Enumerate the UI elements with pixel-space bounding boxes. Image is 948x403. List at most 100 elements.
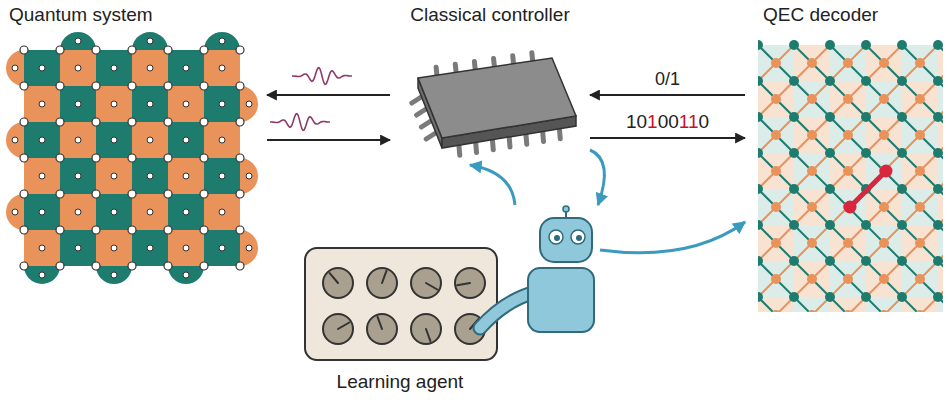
qubit-dot xyxy=(200,190,208,198)
qubit-dot xyxy=(236,118,244,126)
qubit-dot xyxy=(164,154,172,162)
controller-node: Classical controller xyxy=(390,0,590,165)
ancilla-dot xyxy=(147,65,153,71)
stabilizer-plaquette xyxy=(132,50,168,86)
agent-node: Learning agent xyxy=(300,205,600,398)
lattice-node xyxy=(771,166,781,176)
signal-arrow xyxy=(590,137,745,139)
lattice-node xyxy=(879,274,889,284)
stabilizer-plaquette xyxy=(96,158,132,194)
lattice-node xyxy=(807,166,817,176)
knob-pointer xyxy=(378,317,382,329)
ancilla-dot xyxy=(75,38,81,44)
lattice-node xyxy=(771,310,781,312)
lattice-node xyxy=(933,292,943,302)
node-label: Classical controller xyxy=(410,4,569,26)
lattice-node xyxy=(843,274,853,284)
ancilla-dot xyxy=(75,137,81,143)
stabilizer-plaquette xyxy=(168,122,204,158)
lattice-node xyxy=(758,220,763,230)
lattice-node xyxy=(843,238,853,248)
lattice-line xyxy=(758,45,943,312)
boundary-stabilizer xyxy=(24,266,60,284)
ancilla-dot xyxy=(75,173,81,179)
qubit-dot xyxy=(236,46,244,54)
lattice-line xyxy=(758,45,943,312)
qubit-dot xyxy=(200,154,208,162)
lattice-node xyxy=(933,256,943,266)
qubit-dot xyxy=(20,154,28,162)
stabilizer-plaquette xyxy=(96,50,132,86)
lattice-line xyxy=(758,45,943,312)
lattice-node xyxy=(897,292,907,302)
lattice-node xyxy=(861,148,871,158)
lattice-line xyxy=(758,45,943,312)
lattice-node xyxy=(897,256,907,266)
lattice-node xyxy=(879,202,889,212)
lattice-node xyxy=(825,256,835,266)
lattice-line xyxy=(794,45,943,312)
stabilizer-plaquette xyxy=(204,86,240,122)
qubit-dot xyxy=(200,118,208,126)
stabilizer-plaquette xyxy=(60,158,96,194)
lattice-node xyxy=(807,274,817,284)
ancilla-dot xyxy=(12,65,18,71)
plaquette-shade xyxy=(794,297,830,312)
stabilizer-plaquette xyxy=(24,194,60,230)
lattice-node xyxy=(843,94,853,104)
robot-pupil xyxy=(576,235,582,241)
qubit-dot xyxy=(128,190,136,198)
knob-panel xyxy=(305,248,497,360)
qubit-dot xyxy=(92,82,100,90)
lattice-line xyxy=(758,45,866,312)
boundary-stabilizer xyxy=(60,32,96,50)
ancilla-dot xyxy=(219,209,225,215)
ancilla-dot xyxy=(147,209,153,215)
knob xyxy=(367,314,397,344)
ancilla-dot xyxy=(147,245,153,251)
plaquette-shade xyxy=(902,297,938,312)
knob xyxy=(411,268,441,298)
ancilla-dot xyxy=(111,209,117,215)
ancilla-dot xyxy=(147,38,153,44)
boundary-stabilizer xyxy=(96,266,132,284)
chip-symbol xyxy=(412,53,576,155)
ancilla-dot xyxy=(147,173,153,179)
stabilizer-plaquette xyxy=(24,86,60,122)
lattice-node xyxy=(789,112,799,122)
lattice-node xyxy=(771,274,781,284)
lattice-line xyxy=(758,45,798,312)
lattice-node xyxy=(915,310,925,312)
qubit-dot xyxy=(164,46,172,54)
lattice-node xyxy=(758,292,763,302)
ancilla-dot xyxy=(246,173,252,179)
plaquette-shade xyxy=(758,297,794,312)
lattice-line xyxy=(758,45,942,312)
lattice-node xyxy=(897,148,907,158)
boundary-stabilizer xyxy=(6,50,24,86)
error-node xyxy=(844,201,857,214)
stabilizer-plaquette xyxy=(204,158,240,194)
robot-eye xyxy=(571,230,585,244)
lattice-node xyxy=(807,202,817,212)
qubit-dot xyxy=(20,46,28,54)
stabilizer-plaquette xyxy=(24,122,60,158)
decoder-lattice xyxy=(758,40,943,312)
lattice-node xyxy=(933,40,943,50)
qubit-dot xyxy=(128,154,136,162)
stabilizer-plaquette xyxy=(24,158,60,194)
ancilla-dot xyxy=(183,101,189,107)
ancilla-dot xyxy=(39,272,45,278)
ancilla-dot xyxy=(219,38,225,44)
qubit-dot xyxy=(92,226,100,234)
lattice-node xyxy=(825,40,835,50)
lattice-node xyxy=(789,292,799,302)
boundary-stabilizer xyxy=(6,194,24,230)
lattice-node xyxy=(879,238,889,248)
error-node xyxy=(880,165,893,178)
lattice-node xyxy=(879,130,889,140)
qubit-dot xyxy=(164,226,172,234)
lattice-line xyxy=(758,45,902,312)
